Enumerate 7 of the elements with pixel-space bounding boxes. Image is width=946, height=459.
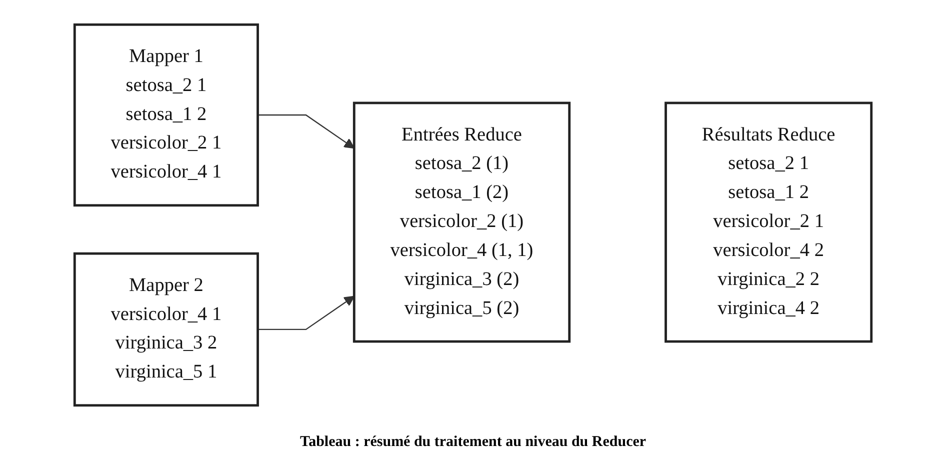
arrow	[258, 296, 355, 330]
node-box: Résultats Reduce setosa_2 1 setosa_1 2 versicolor_2 1 versicolor_4 2 virginica_2 2 virginica_4 2	[664, 102, 873, 343]
caption: Tableau : résumé du traitement au niveau du Reducer	[300, 434, 646, 451]
node-box: Mapper 1 setosa_2 1 setosa_1 2 versicolor_2 1 versicolor_4 1	[73, 23, 259, 207]
arrow	[258, 114, 355, 149]
node-box: Mapper 2 versicolor_4 1 virginica_3 2 virginica_5 1	[73, 252, 259, 407]
node-box: Entrées Reduce setosa_2 (1) setosa_1 (2) versicolor_2 (1) versicolor_4 (1, 1) virginica_3 (2) virginica_5 (2)	[352, 102, 571, 343]
